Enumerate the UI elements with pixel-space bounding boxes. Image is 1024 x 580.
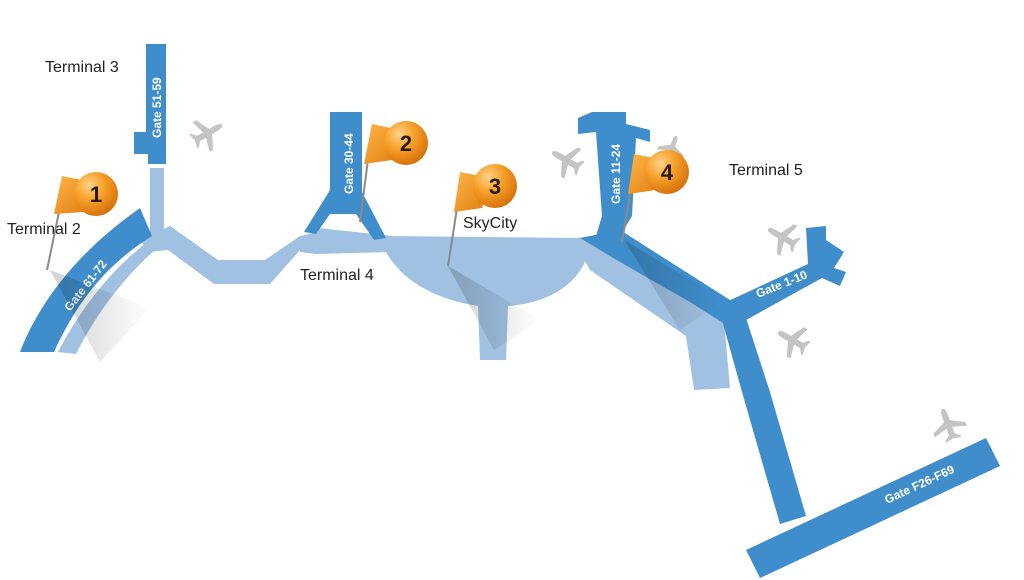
pin-number: 2: [400, 131, 412, 156]
airplane-icon: [543, 137, 590, 184]
skycity-label: SkyCity: [463, 215, 517, 232]
pin-shadow: [624, 240, 724, 330]
pin-ball: [74, 172, 118, 216]
pin-number: 3: [489, 174, 501, 199]
pin-shadow: [448, 266, 540, 350]
terminal-4-label: Terminal 4: [300, 267, 374, 284]
location-pin-2[interactable]: 2: [359, 121, 428, 223]
concourse-south-spine: [722, 318, 806, 524]
concourse-gate-1-10: [722, 226, 846, 320]
airplane-icon: [759, 214, 806, 261]
pin-number: 1: [90, 182, 102, 207]
gate-30-44-label: Gate 30-44: [342, 133, 356, 194]
concourse-gate-61-72: [20, 208, 152, 352]
location-pin-4[interactable]: 4: [621, 150, 724, 330]
airplane-icon: [926, 403, 970, 446]
concourse-gate-51-59: [134, 44, 166, 164]
terminal-5-label: Terminal 5: [729, 162, 803, 179]
connector-east: [572, 236, 730, 390]
connector-west: [140, 226, 322, 284]
pin-shadow: [50, 270, 150, 362]
terminal-3-stem: [150, 168, 164, 238]
terminal-2-label: Terminal 2: [7, 221, 81, 238]
gate-11-24-label: Gate 11-24: [609, 144, 623, 204]
pin-ball: [645, 150, 689, 194]
pin-number: 4: [661, 160, 674, 185]
gate-51-59-label: Gate 51-59: [150, 77, 164, 138]
airplane-icon: [184, 110, 231, 157]
pin-ball: [473, 164, 517, 208]
airplane-icon: [769, 317, 816, 364]
terminal-3-label: Terminal 3: [45, 59, 119, 76]
concourses: [20, 44, 1000, 578]
location-pin-1[interactable]: 1: [46, 172, 150, 362]
pin-ball: [384, 121, 428, 165]
concourse-gate-11-24: [578, 112, 650, 236]
location-pin-3[interactable]: 3: [447, 164, 540, 350]
concourse-gate-30-44: [304, 112, 386, 240]
concourse-gate-f26-f69: [746, 438, 1000, 578]
terminal-labels: Terminal 3 Terminal 2 Terminal 4 SkyCity…: [7, 59, 803, 284]
pin-markers: 1 2 3 4: [46, 121, 724, 362]
terminal-4-area: [300, 228, 392, 254]
